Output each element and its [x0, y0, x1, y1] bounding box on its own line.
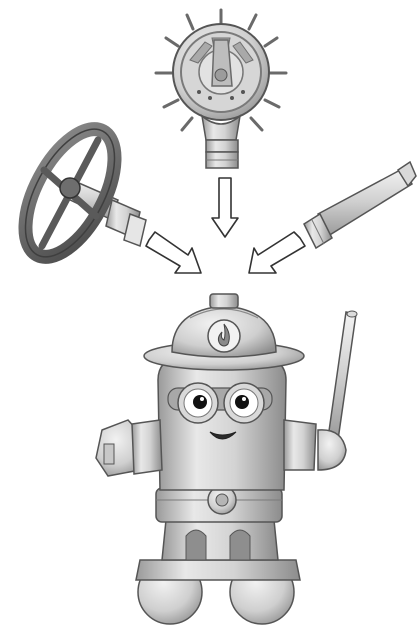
arrow-down-right-icon	[146, 232, 201, 273]
nozzle-icon	[304, 162, 416, 248]
sprinkler-icon	[156, 10, 286, 168]
arrow-down-icon	[212, 178, 238, 237]
arrow-down-left-icon	[249, 232, 305, 273]
fire-hydrant-character	[96, 294, 357, 624]
valve-wheel-icon	[7, 115, 146, 271]
